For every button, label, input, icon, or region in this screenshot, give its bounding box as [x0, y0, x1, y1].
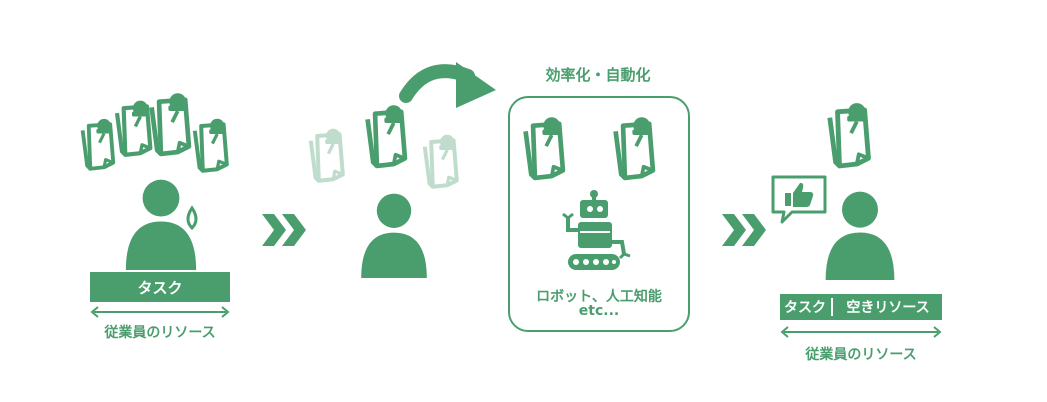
robot-icon	[562, 190, 631, 270]
task-note-icon-faded	[306, 128, 354, 184]
task-note-icon	[610, 116, 666, 182]
sweat-drop-icon	[186, 205, 198, 231]
free-resource-bar: 空きリソース	[834, 294, 942, 320]
automation-box	[508, 96, 690, 332]
person-icon	[352, 192, 436, 278]
robot-caption-etc: etc...	[578, 303, 620, 319]
chevron-arrow-icon	[722, 214, 766, 246]
automation-title: 効率化・自動化	[545, 66, 651, 84]
resource-range-arrow-icon	[90, 306, 230, 318]
task-bar-small: タスク	[780, 294, 830, 320]
task-note-icon	[362, 104, 418, 170]
task-bar: タスク	[90, 272, 230, 302]
robot-caption: ロボット、人工知能	[536, 289, 662, 305]
resource-label: 従業員のリソース	[104, 325, 216, 341]
resource-range-arrow-icon	[780, 326, 942, 338]
resource-label: 従業員のリソース	[805, 347, 917, 363]
thumbs-up-speech-icon	[771, 175, 827, 224]
task-note-icon	[190, 118, 238, 174]
task-note-icon	[520, 116, 576, 182]
task-note-icon	[824, 102, 882, 170]
task-note-icon-faded	[420, 134, 468, 190]
bar-divider-line	[831, 298, 833, 316]
curved-arrow-icon	[399, 62, 496, 108]
chevron-arrow-icon	[262, 214, 306, 246]
person-icon	[816, 190, 904, 280]
